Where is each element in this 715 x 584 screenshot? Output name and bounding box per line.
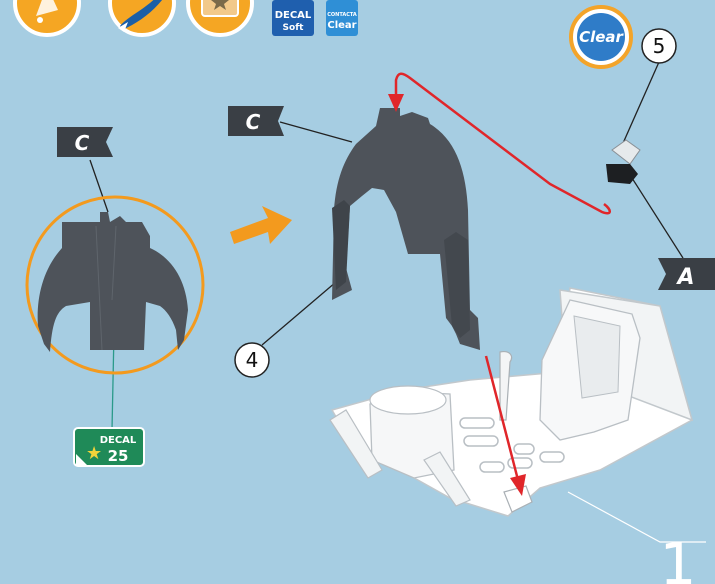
decal-soft-line1: DECAL xyxy=(275,10,312,21)
leader-a-part xyxy=(632,178,683,258)
detail-view xyxy=(27,197,203,373)
callout-part-5: 5 xyxy=(642,29,676,63)
part-a xyxy=(606,140,640,184)
leader-part-4 xyxy=(262,282,336,345)
svg-text:5: 5 xyxy=(653,34,666,58)
svg-text:C: C xyxy=(246,110,261,134)
clear-badge: Clear xyxy=(571,7,631,67)
decal-sheet-icon xyxy=(188,0,252,35)
decal-star-icon: ★ xyxy=(86,443,102,464)
decal-badge: ★ DECAL 25 xyxy=(74,428,144,466)
main-part-c xyxy=(332,108,480,350)
flag-a-part: A xyxy=(658,258,715,290)
base-part-1 xyxy=(330,288,692,516)
decal-soft-line2: Soft xyxy=(283,23,305,33)
leader-c-detail xyxy=(90,160,108,212)
flag-c-detail: C xyxy=(57,127,113,157)
leader-c-main xyxy=(280,122,352,142)
svg-text:4: 4 xyxy=(246,348,259,372)
part-number: 1 xyxy=(660,530,697,584)
leader-part-5 xyxy=(620,62,659,150)
orange-arrow xyxy=(230,206,292,244)
svg-text:A: A xyxy=(675,265,694,290)
paint-drop-icon xyxy=(15,0,79,35)
flag-c-main: C xyxy=(228,106,284,136)
brush-icon xyxy=(110,0,174,35)
decal-number: 25 xyxy=(108,447,129,465)
clear-label: Clear xyxy=(579,28,624,46)
part-1-label: 1 xyxy=(568,492,706,584)
decal-label: DECAL xyxy=(100,435,137,446)
toolbar-icons: DECAL Soft CONTACTA Clear xyxy=(15,0,358,36)
decal-soft-bottle-icon: DECAL Soft xyxy=(272,0,314,36)
clear-bottle-icon: CONTACTA Clear xyxy=(326,0,358,36)
callout-part-4: 4 xyxy=(235,343,269,377)
svg-text:C: C xyxy=(75,131,90,155)
clear-bottle-line1: CONTACTA xyxy=(327,12,357,18)
clear-bottle-line2: Clear xyxy=(327,20,356,31)
